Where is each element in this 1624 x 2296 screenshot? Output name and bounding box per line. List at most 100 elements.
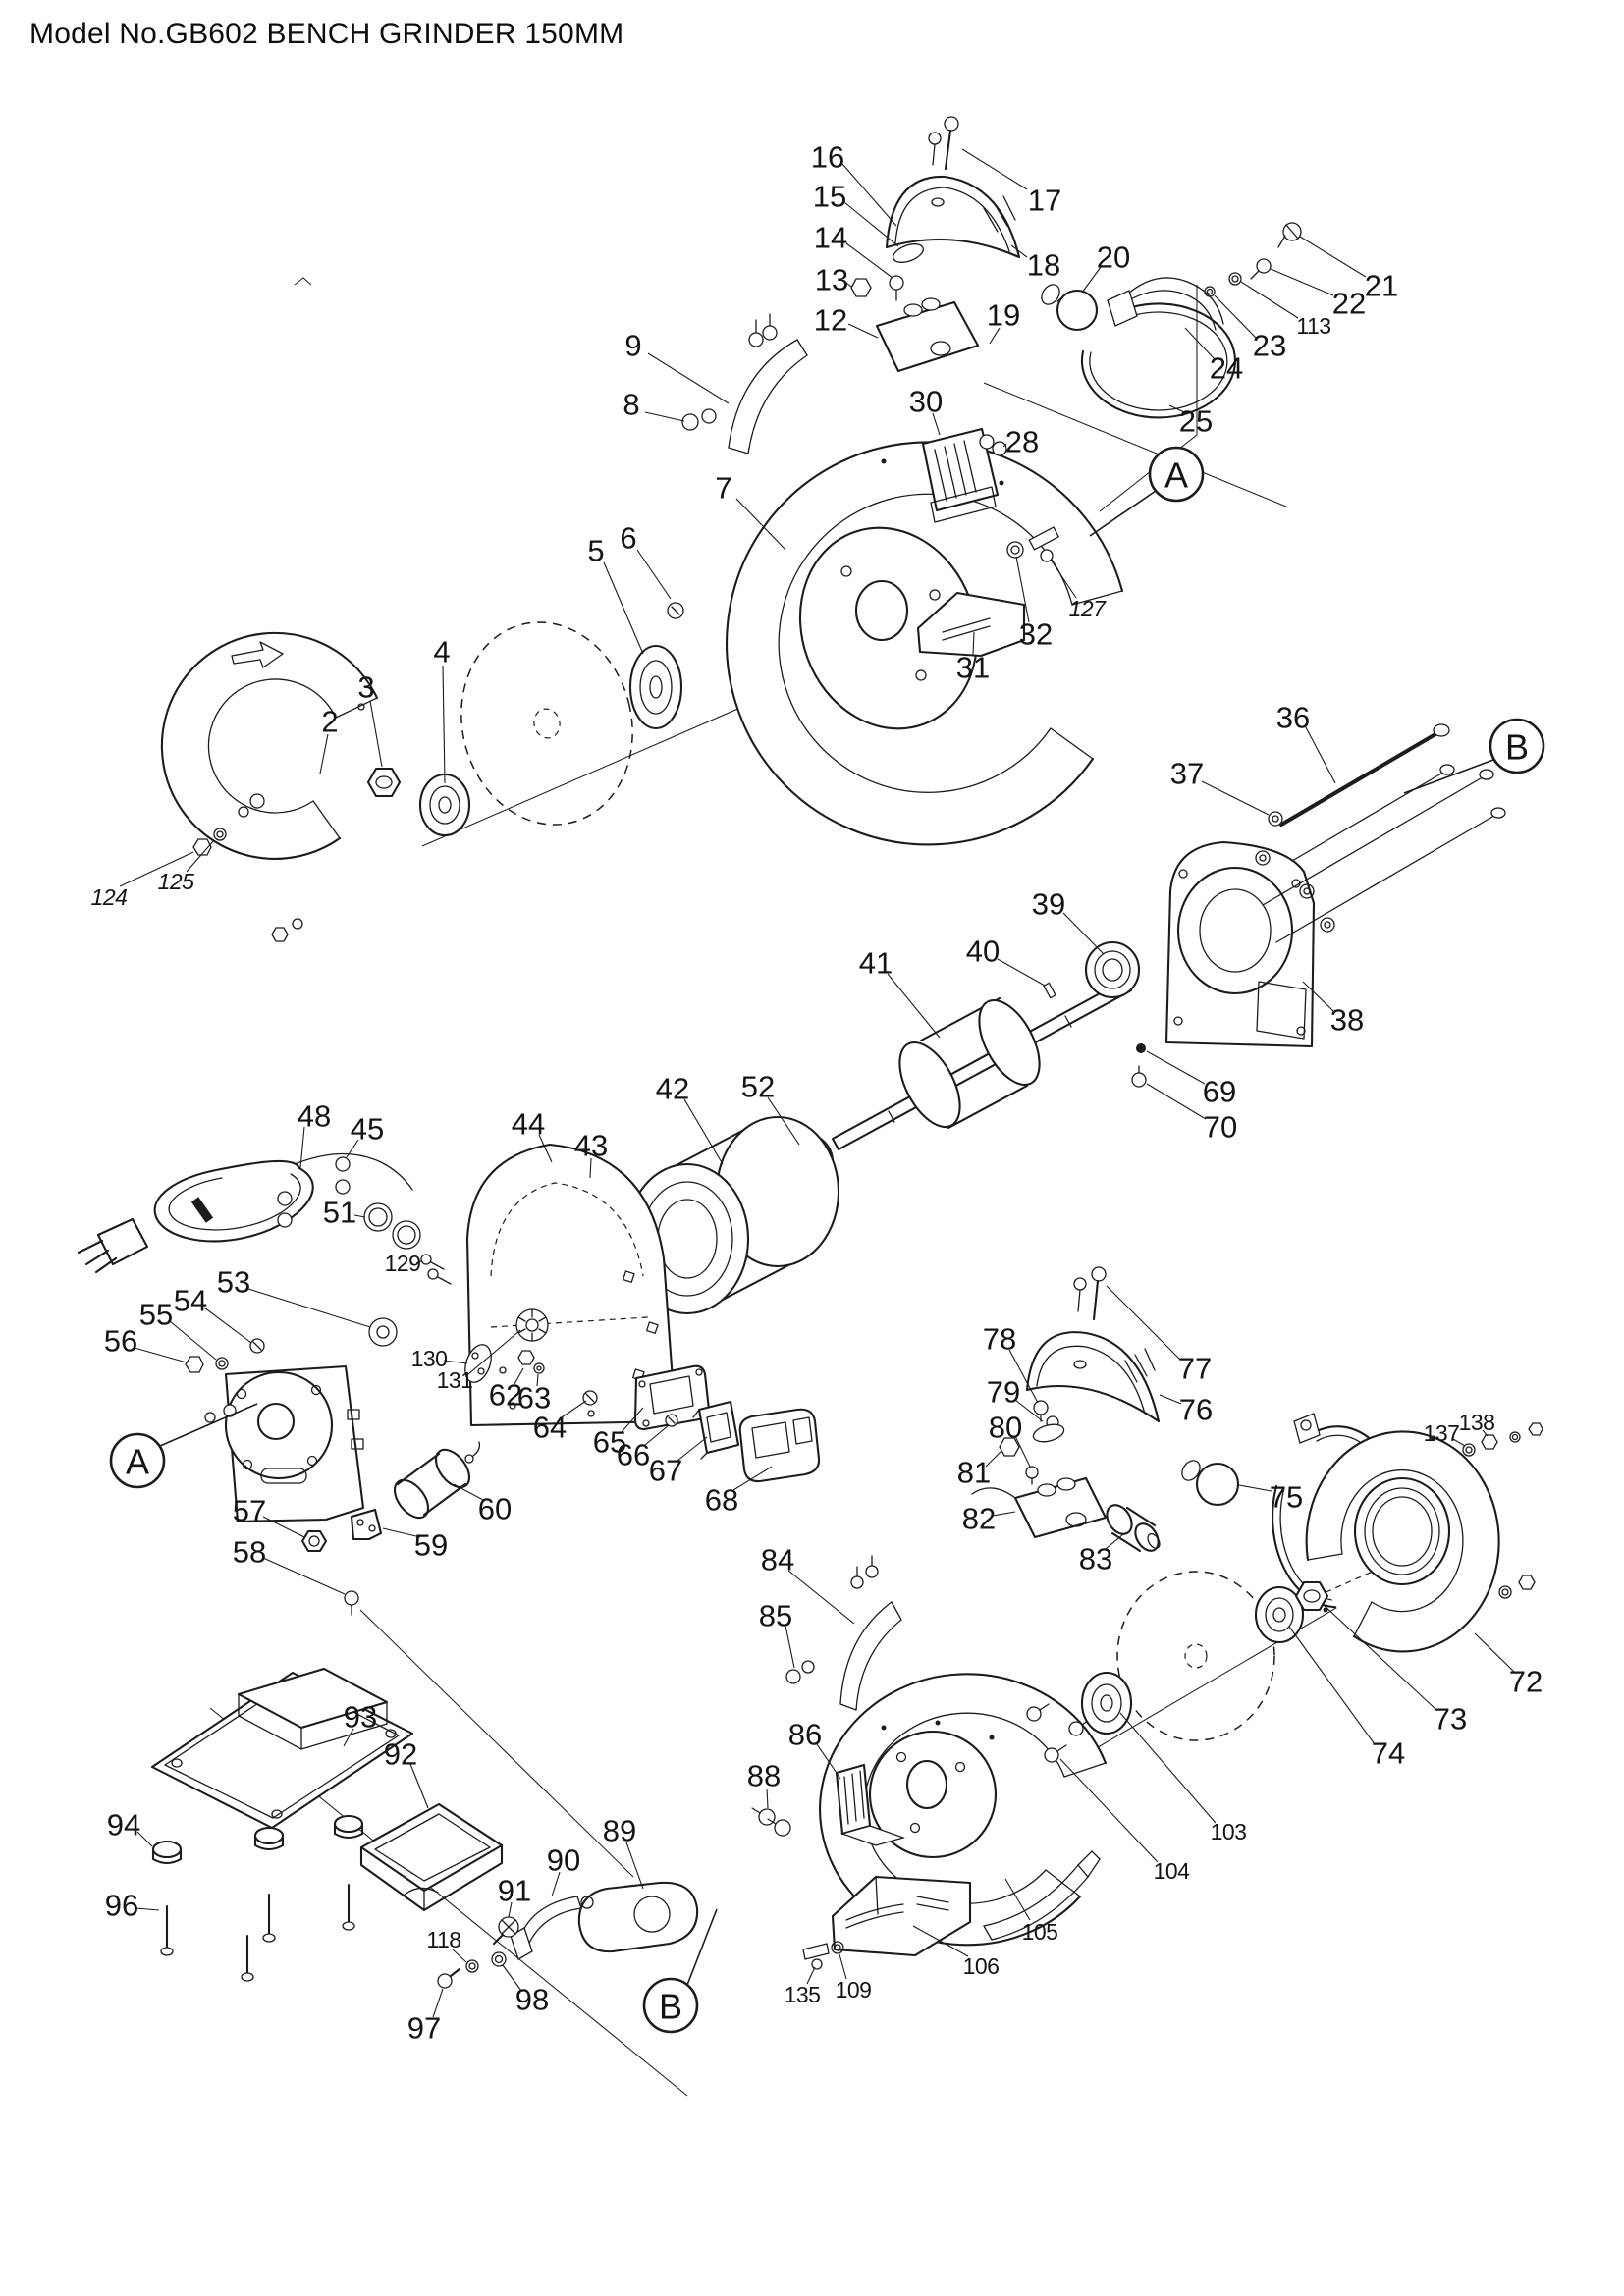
wheel-cover-left xyxy=(160,631,379,860)
bottom-guard-assembly-part xyxy=(891,1601,902,1621)
bottom-guard-assembly-part xyxy=(767,1818,777,1825)
plug xyxy=(96,1217,149,1266)
leader-4 xyxy=(442,665,446,784)
leader-74 xyxy=(1288,1626,1376,1745)
part-label-16: 16 xyxy=(811,140,844,175)
leader-130 xyxy=(443,1360,468,1364)
bottom-wheel-dashed-part xyxy=(1116,1571,1275,1741)
part-label-79: 79 xyxy=(987,1375,1020,1410)
part-label-18: 18 xyxy=(1027,248,1060,283)
leader-42 xyxy=(683,1098,724,1165)
right-wheel-cover-assembly-part xyxy=(1323,1607,1328,1613)
part-label-124: 124 xyxy=(91,884,128,910)
end-shield-assembly-a-part xyxy=(310,1384,322,1396)
leader-3 xyxy=(369,700,383,768)
right-guard-assembly-part xyxy=(944,129,952,171)
part-label-38: 38 xyxy=(1330,1003,1364,1038)
bracket-86-part xyxy=(843,1770,865,1825)
part-label-73: 73 xyxy=(1434,1702,1467,1736)
leader-31 xyxy=(972,631,975,656)
bulb-20 xyxy=(1056,289,1099,332)
end-shield-assembly-a-part xyxy=(351,1438,364,1450)
right-wheel-cover-assembly-part xyxy=(1364,1487,1440,1575)
right-wheel-cover-assembly-part xyxy=(1431,1435,1436,1441)
rotor-41 xyxy=(898,1041,961,1129)
right-wheel-cover-assembly-part xyxy=(1518,1575,1536,1590)
motor-housing-left-assembly-part xyxy=(587,1410,595,1417)
tool-bracket-12-part xyxy=(875,300,980,373)
washer-55 xyxy=(215,1357,229,1370)
part-label-39: 39 xyxy=(1032,887,1065,922)
leader-14 xyxy=(845,242,893,279)
knob-127 xyxy=(1028,526,1060,562)
part-label-118: 118 xyxy=(426,1927,460,1952)
part-label-12: 12 xyxy=(814,303,847,338)
bolt-17 xyxy=(944,116,959,132)
construction-lines-part xyxy=(983,382,1287,507)
part-label-5: 5 xyxy=(587,534,604,568)
bottom-guard-assembly-part xyxy=(834,1944,841,1951)
part-label-82: 82 xyxy=(962,1502,996,1536)
switch-67-part xyxy=(697,1400,740,1455)
nut-56 xyxy=(185,1356,204,1373)
capacitor-60-part xyxy=(472,1441,481,1457)
lamp-assembly xyxy=(1041,222,1302,419)
part-label-93: 93 xyxy=(344,1700,377,1735)
motor-housing-right-assembly-part xyxy=(1272,815,1279,823)
fan-131-part xyxy=(525,1318,539,1332)
switch-assembly-part xyxy=(585,1393,595,1403)
switch-30 xyxy=(921,427,1000,523)
part-label-28: 28 xyxy=(1005,425,1039,459)
leader-70 xyxy=(1146,1083,1207,1120)
leader-92 xyxy=(409,1763,429,1809)
capacitor-60-part xyxy=(393,1478,430,1520)
switch-assembly-part xyxy=(536,1365,542,1371)
right-lamp-assembly-part xyxy=(1293,1413,1321,1444)
right-guard-assembly-part xyxy=(747,354,808,454)
part-label-57: 57 xyxy=(233,1494,266,1528)
right-guard-assembly-part xyxy=(999,480,1004,486)
lamp-bracket-82-part xyxy=(1037,1483,1056,1497)
callout-letter-B: B xyxy=(659,1987,682,2027)
motor-housing-right-assembly-part xyxy=(1324,921,1331,929)
plate-130 xyxy=(464,1344,492,1383)
leader-45 xyxy=(346,1139,359,1158)
leader-84 xyxy=(787,1570,855,1625)
base-assembly-part xyxy=(262,1933,276,1943)
leader-93 xyxy=(343,1728,354,1747)
part-label-97: 97 xyxy=(407,2011,441,2046)
washer-113 xyxy=(1228,272,1242,286)
leader-138 xyxy=(1482,1429,1489,1437)
capacitor-60-part xyxy=(396,1452,441,1486)
part-label-127: 127 xyxy=(1069,596,1108,621)
bottom-wheel-dashed xyxy=(1116,1571,1275,1741)
part-label-37: 37 xyxy=(1170,757,1204,791)
leader-9 xyxy=(647,352,730,404)
bottom-wheel-dashed-part xyxy=(1184,1643,1208,1669)
motor-housing-right-assembly-part xyxy=(1275,816,1493,943)
flange-103 xyxy=(1080,1671,1133,1735)
part-label-96: 96 xyxy=(105,1889,138,1923)
base-assembly-part xyxy=(253,1826,285,1845)
right-lamp-assembly-part xyxy=(1036,1345,1146,1415)
eye-shield-17-18-part xyxy=(894,187,1010,252)
bottom-b-assembly-part xyxy=(525,1907,582,1950)
right-wheel-cover-assembly-part xyxy=(1353,1601,1373,1637)
part-label-53: 53 xyxy=(217,1265,250,1300)
shield-89-part xyxy=(633,1896,671,1933)
shield-89-part xyxy=(577,1881,699,1953)
leader-69 xyxy=(1146,1050,1206,1085)
shield-89 xyxy=(577,1881,699,1953)
callout-leader-B xyxy=(1403,759,1494,794)
part-label-54: 54 xyxy=(174,1284,207,1318)
washer-32 xyxy=(1006,541,1024,559)
bottom-guard-assembly-part xyxy=(989,1735,995,1740)
screw-14 xyxy=(889,275,904,291)
leader-89 xyxy=(625,1842,644,1890)
right-guard-assembly-part xyxy=(778,493,1073,793)
capacitor-60-part xyxy=(464,1454,474,1464)
right-guard-assembly-part xyxy=(1050,727,1094,760)
washer-137 xyxy=(1462,1443,1476,1457)
leader-96 xyxy=(135,1907,160,1911)
